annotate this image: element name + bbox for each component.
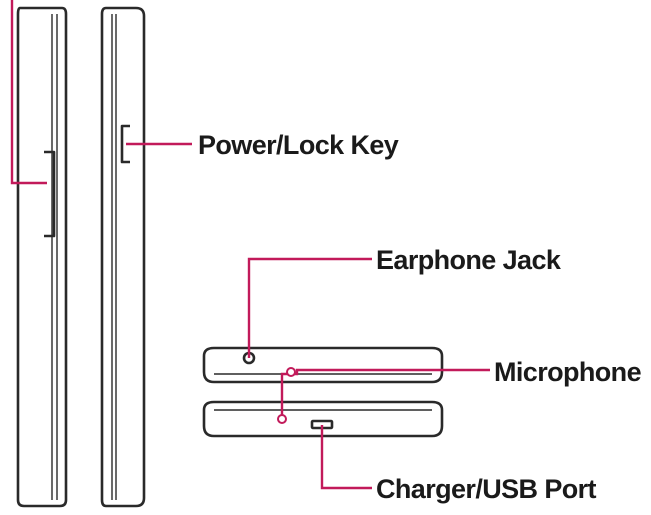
volume-key-callout	[10, 0, 47, 185]
phone-right-side-view	[100, 6, 146, 508]
microphone-callout	[280, 368, 490, 418]
microphone-bottom-dot	[277, 414, 287, 424]
earphone-jack-label: Earphone Jack	[376, 245, 562, 275]
microphone-label: Microphone	[494, 357, 642, 387]
power-lock-key-label: Power/Lock Key	[198, 130, 399, 160]
usb-port-callout	[320, 425, 372, 490]
phone-left-side-view	[16, 6, 68, 508]
phone-top-edge-view	[202, 346, 444, 384]
power-lock-key-shape	[120, 124, 130, 164]
callout-lines	[10, 0, 490, 490]
microphone-top-dot	[286, 367, 296, 377]
earphone-jack-callout	[247, 257, 372, 358]
charger-usb-port-label: Charger/USB Port	[376, 474, 597, 504]
volume-key	[44, 150, 56, 238]
